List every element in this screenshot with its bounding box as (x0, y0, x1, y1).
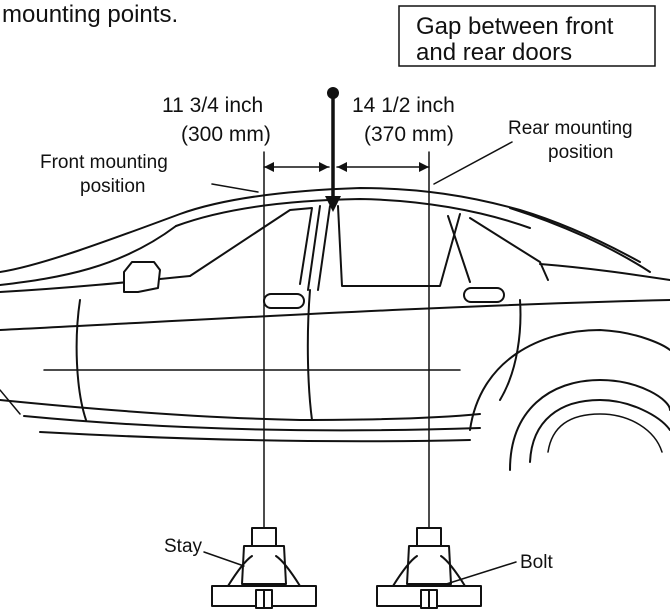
stay-leader (203, 551, 245, 567)
bolt-label: Bolt (520, 552, 553, 573)
dimension-lines (263, 151, 430, 601)
front-dimension-mm: (300 mm) (181, 123, 271, 146)
front-mounting-label-2: position (80, 176, 146, 197)
caption-text: mounting points. (2, 1, 178, 28)
gap-callout-line1: Gap between front (416, 13, 614, 40)
rear-mounting-leader (433, 141, 513, 185)
rear-foot-bracket (376, 527, 482, 609)
gap-callout: Gap between front and rear doors (398, 5, 656, 67)
front-mounting-label-1: Front mounting (40, 152, 168, 173)
car-illustration (0, 187, 670, 471)
front-foot-bracket (211, 527, 317, 609)
bolt-leader (439, 561, 517, 587)
gap-pointer (325, 87, 341, 212)
front-mounting-leader (211, 183, 259, 193)
rear-mounting-label-2: position (548, 142, 614, 163)
stay-label: Stay (164, 536, 203, 557)
rear-dimension-inch: 14 1/2 inch (352, 94, 455, 117)
rear-dimension-mm: (370 mm) (364, 123, 454, 146)
gap-callout-box (398, 5, 656, 67)
rear-mounting-label-1: Rear mounting (508, 118, 633, 139)
front-dimension-inch: 11 3/4 inch (162, 94, 263, 117)
gap-callout-line2: and rear doors (416, 39, 572, 66)
